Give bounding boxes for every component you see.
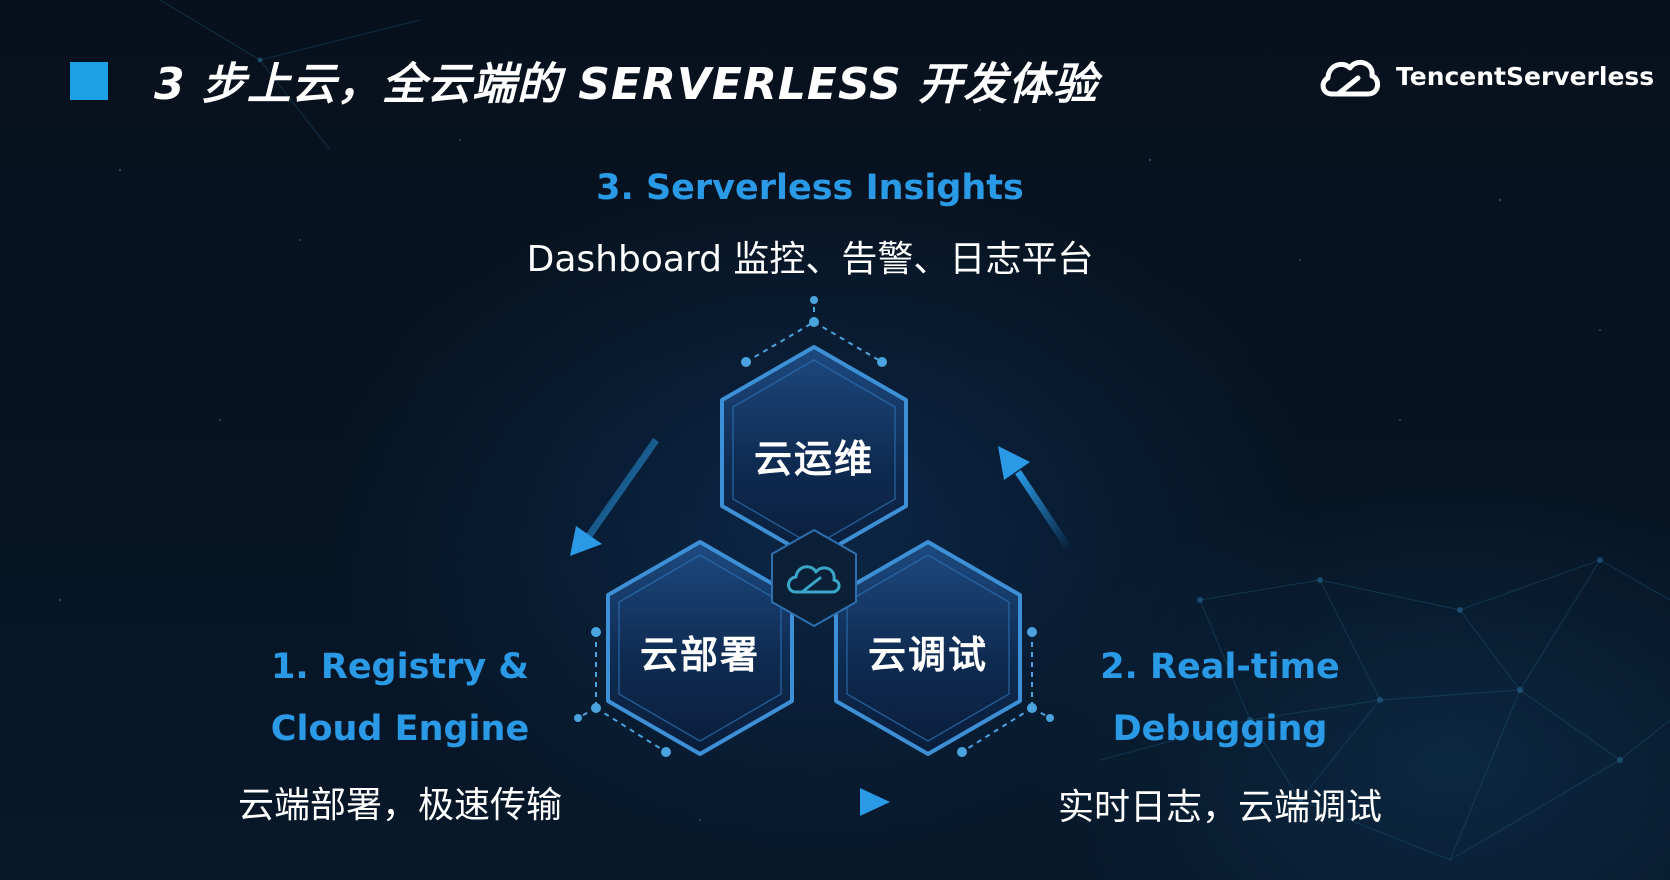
tencent-cloud-icon [771,528,857,628]
tencent-serverless-logo: TencentServerless [1318,52,1654,102]
hex-ops-label: 云运维 [753,437,874,481]
insights-heading: 3. Serverless Insights [596,168,1024,208]
hex-deploy-label: 云部署 [639,633,760,677]
insights-description: Dashboard 监控、告警、日志平台 [526,239,1094,280]
slide-title: 3 步上云，全云端的 SERVERLESS 开发体验 [154,59,1099,110]
registry-heading-line2: Cloud Engine [270,709,530,749]
title-accent-square [70,62,108,100]
hex-debug-label: 云调试 [867,633,988,677]
arrow-deploy-to-debug [738,788,890,816]
debugging-heading-line1: 2. Real-time [1100,647,1340,687]
cloud-logo-icon [1320,59,1380,97]
registry-heading-line1: 1. Registry & [271,647,529,687]
registry-description: 云端部署，极速传输 [237,785,562,826]
logo-text: TencentServerless [1396,62,1655,91]
debugging-heading-line2: Debugging [1112,709,1328,749]
debugging-description: 实时日志，云端调试 [1057,787,1382,828]
arrow-debug-to-ops [998,446,1073,552]
arrow-ops-to-deploy [570,437,659,556]
